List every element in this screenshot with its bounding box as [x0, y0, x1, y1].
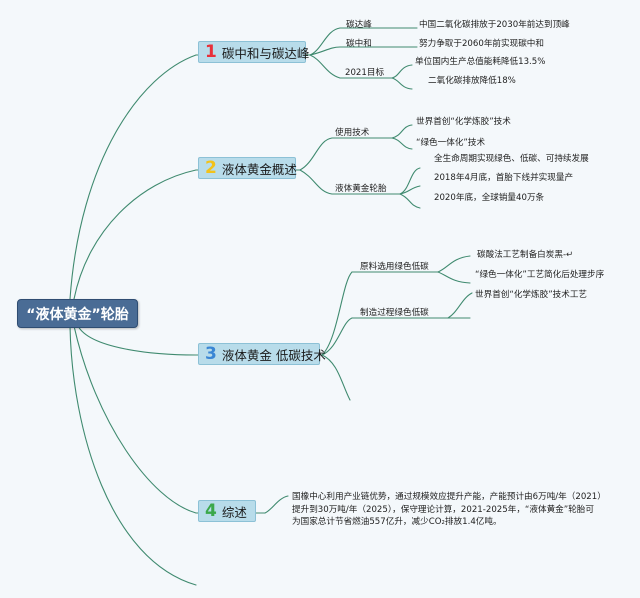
branch-2-item-2-detail-1: 全生命周期实现绿色、低碳、可持续发展 — [434, 154, 589, 164]
branch-3-number: 3 — [205, 344, 217, 364]
branch-4-number: 4 — [205, 501, 217, 521]
branch-1-item-2-label: 碳中和 — [346, 39, 372, 49]
connector-root-tail — [69, 325, 197, 586]
branch-4-summary: 国橡中心利用产业链优势，通过规模效应提升产能，产能预计由6万吨/年（2021）提… — [292, 492, 602, 528]
branch-1-item-3-detail-2: 二氧化碳排放降低18% — [428, 76, 516, 86]
branch-3-item-1-detail-1: 碳酸法工艺制备白炭黑-↵ — [477, 250, 574, 260]
branch-2-item-1-detail-2: “绿色一体化”技术 — [416, 138, 486, 148]
branch-1-item-3-detail-1: 单位国内生产总值能耗降低13.5% — [415, 57, 546, 67]
connector-root-branch3 — [77, 325, 197, 356]
branch-1-title: 碳中和与碳达峰 — [221, 45, 310, 61]
branch-4-title: 综述 — [221, 504, 247, 520]
branch-1-item-3-label: 2021目标 — [345, 68, 385, 78]
branch-2-number: 2 — [205, 158, 217, 178]
branch-3-item-2-label: 制造过程绿色低碳 — [360, 308, 429, 318]
branch-3-item-1-detail-2: “绿色一体化”工艺简化后处理步序 — [475, 270, 605, 280]
branch-1-topic[interactable]: 1 碳中和与碳达峰 — [198, 41, 309, 63]
branch-1-item-2-detail: 努力争取于2060年前实现碳中和 — [419, 39, 544, 49]
branch-2-item-2-detail-2: 2018年4月底，首胎下线并实现量产 — [434, 173, 574, 183]
branch-1-number: 1 — [205, 42, 217, 62]
branch-1-item-1-label: 碳达峰 — [346, 20, 372, 30]
branch-2-topic[interactable]: 2 液体黄金概述 — [198, 157, 297, 179]
connector-root-branch4 — [73, 325, 197, 514]
branch-2-item-2-label: 液体黄金轮胎 — [335, 184, 387, 194]
connector-root-branch1 — [69, 54, 197, 300]
branch-3-title: 液体黄金 低碳技术 — [221, 347, 326, 363]
root-topic[interactable]: “液体黄金”轮胎 — [17, 299, 138, 328]
branch-2-item-2-detail-3: 2020年底，全球销量40万条 — [434, 193, 545, 203]
branch-3-item-1-label: 原料选用绿色低碳 — [360, 262, 429, 272]
branch-2-item-1-label: 使用技术 — [335, 128, 370, 138]
branch-2-title: 液体黄金概述 — [221, 161, 297, 177]
branch-1-item-1-detail: 中国二氧化碳排放于2030年前达到顶峰 — [419, 20, 570, 30]
branch-4-topic[interactable]: 4 综述 — [198, 500, 256, 522]
connector-root-branch2 — [73, 169, 197, 300]
branch-3-topic[interactable]: 3 液体黄金 低碳技术 — [198, 343, 326, 365]
branch-2-item-1-detail-1: 世界首创“化学炼胶”技术 — [416, 117, 511, 127]
branch-3-item-2-detail-1: 世界首创“化学炼胶”技术工艺 — [475, 290, 588, 300]
